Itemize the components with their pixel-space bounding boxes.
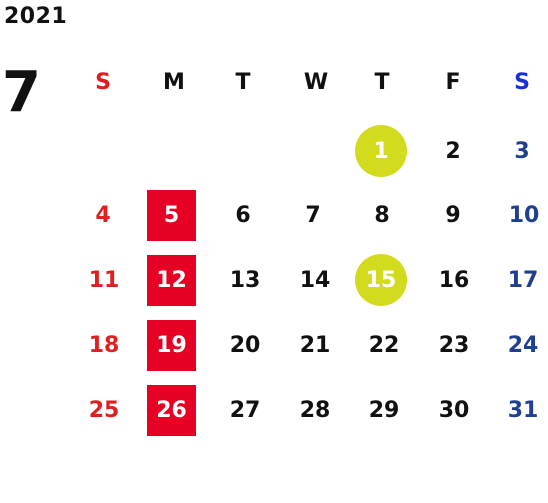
day-cell[interactable]: 16 bbox=[438, 267, 470, 293]
day-cell[interactable]: 2 bbox=[445, 138, 461, 164]
day-cell[interactable]: 22 bbox=[368, 332, 400, 358]
day-cell[interactable]: 26 bbox=[147, 385, 196, 436]
weekday-sun: S bbox=[95, 69, 111, 95]
day-cell[interactable]: 17 bbox=[507, 267, 539, 293]
day-cell[interactable]: 24 bbox=[507, 332, 539, 358]
day-cell[interactable]: 19 bbox=[147, 320, 196, 371]
day-cell[interactable]: 18 bbox=[88, 332, 120, 358]
weekday-sat: S bbox=[514, 69, 530, 95]
day-cell[interactable]: 29 bbox=[368, 397, 400, 423]
day-cell[interactable]: 8 bbox=[374, 202, 390, 228]
weekday-fri: F bbox=[445, 69, 461, 95]
weekday-mon: M bbox=[163, 69, 185, 95]
day-cell[interactable]: 21 bbox=[299, 332, 331, 358]
day-cell[interactable]: 27 bbox=[229, 397, 261, 423]
day-cell[interactable]: 28 bbox=[299, 397, 331, 423]
day-cell[interactable]: 10 bbox=[508, 202, 540, 228]
weekday-wed: W bbox=[303, 69, 329, 95]
day-cell[interactable]: 30 bbox=[438, 397, 470, 423]
day-cell[interactable]: 7 bbox=[305, 202, 321, 228]
weekday-tue: T bbox=[235, 69, 251, 95]
day-cell[interactable]: 23 bbox=[438, 332, 470, 358]
day-cell[interactable]: 4 bbox=[95, 202, 111, 228]
day-cell[interactable]: 12 bbox=[147, 255, 196, 306]
day-cell[interactable]: 9 bbox=[445, 202, 461, 228]
day-cell[interactable]: 25 bbox=[88, 397, 120, 423]
day-cell[interactable]: 20 bbox=[229, 332, 261, 358]
day-cell[interactable]: 5 bbox=[147, 190, 196, 241]
day-cell[interactable]: 15 bbox=[355, 254, 407, 306]
weekday-thu: T bbox=[374, 69, 390, 95]
day-cell[interactable]: 13 bbox=[229, 267, 261, 293]
day-cell[interactable]: 14 bbox=[299, 267, 331, 293]
year-label: 2021 bbox=[4, 4, 68, 29]
day-cell[interactable]: 6 bbox=[235, 202, 251, 228]
day-cell[interactable]: 1 bbox=[355, 125, 407, 177]
month-label: 7 bbox=[2, 60, 41, 125]
day-cell[interactable]: 31 bbox=[507, 397, 539, 423]
day-cell[interactable]: 3 bbox=[514, 138, 530, 164]
day-cell[interactable]: 11 bbox=[88, 267, 120, 293]
